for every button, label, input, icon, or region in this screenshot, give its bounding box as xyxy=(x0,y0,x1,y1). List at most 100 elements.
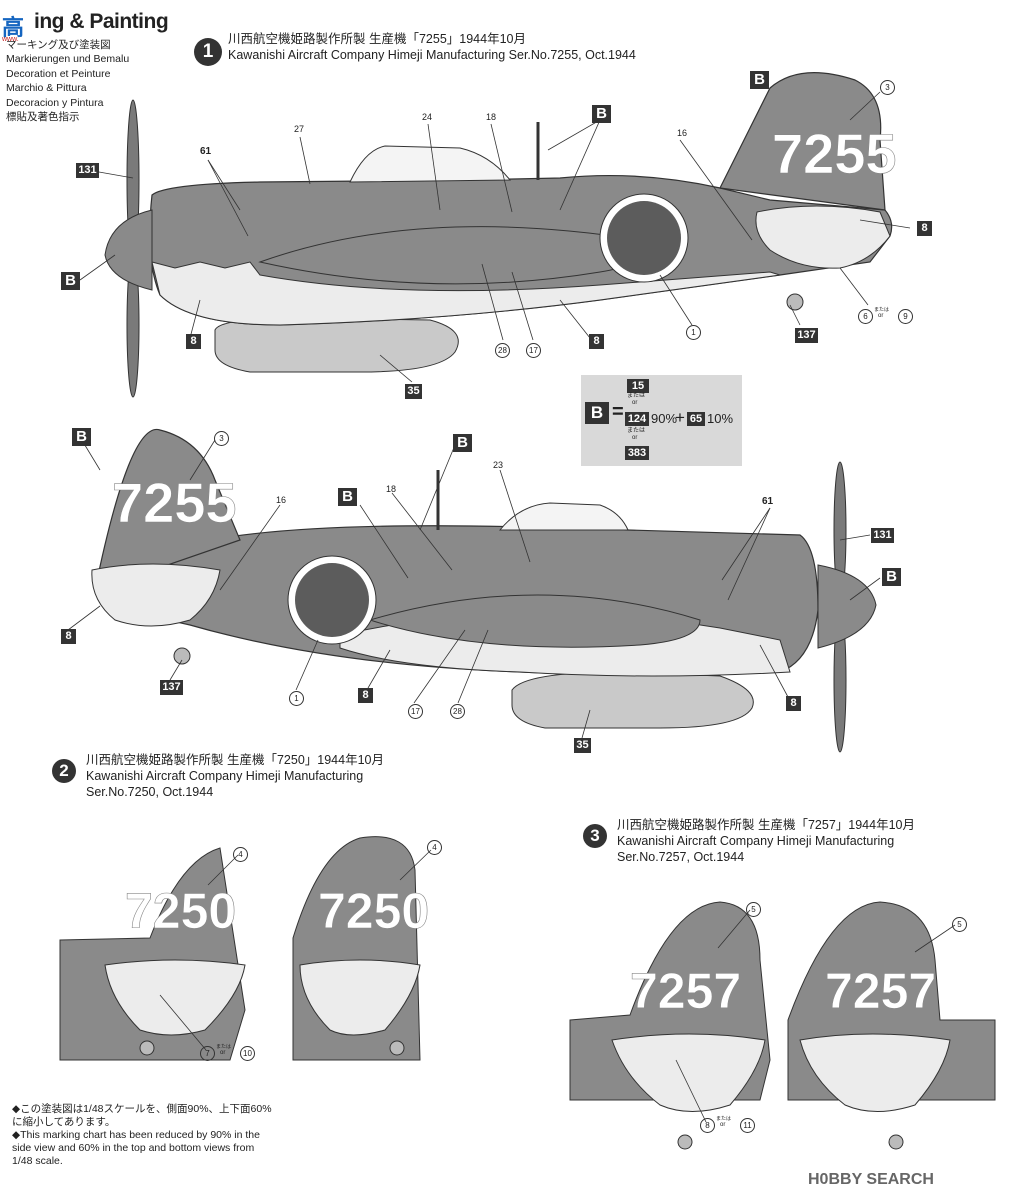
language-es: Decoracion y Pintura xyxy=(6,96,104,109)
section-3-title-ja: 川西航空機姫路製作所製 生産機「7257」1944年10月 xyxy=(617,818,915,832)
footnote: ◆この塗装図は1/48スケールを、側面90%、上下面60%に縮小してあります。 … xyxy=(12,1103,277,1168)
callout-3-2: 3 xyxy=(214,431,229,446)
legend-plus: + xyxy=(675,408,685,427)
hinomaru-right xyxy=(295,563,369,637)
callout-5-b: 5 xyxy=(952,917,967,932)
tail-7257-left-wheel xyxy=(677,1134,693,1150)
callout-9: 9 xyxy=(898,309,913,324)
callout-16: 16 xyxy=(677,128,688,138)
callout-35: 35 xyxy=(405,384,422,399)
callout-137: 137 xyxy=(795,328,818,343)
callout-61-2: 61 xyxy=(762,496,774,507)
page-title: ing & Painting xyxy=(34,10,169,33)
callout-8-belly: 8 xyxy=(589,334,604,349)
callout-4-a: 4 xyxy=(233,847,248,862)
callout-18: 18 xyxy=(486,112,497,122)
callout-b-spinner-2: B xyxy=(882,568,901,586)
callout-28: 28 xyxy=(495,343,510,358)
legend-code-383: 383 xyxy=(625,446,649,460)
section-3-title-en-2: Ser.No.7257, Oct.1944 xyxy=(617,850,745,864)
callout-131-2: 131 xyxy=(871,528,894,543)
footnote-en: ◆This marking chart has been reduced by … xyxy=(12,1129,260,1167)
canopy-right xyxy=(498,502,629,531)
callout-3: 3 xyxy=(880,80,895,95)
tail-7257-right-wheel xyxy=(888,1134,904,1150)
callout-4-b: 4 xyxy=(427,840,442,855)
section-2-badge: 2 xyxy=(52,759,76,783)
callout-61: 61 xyxy=(200,146,212,157)
drop-tank-right xyxy=(511,671,754,729)
tail-7250-left-wheel xyxy=(139,1040,155,1056)
callout-b-mast-2: B xyxy=(453,434,472,452)
legend-pct-1: 90% xyxy=(651,411,678,426)
spinner-right xyxy=(817,564,877,649)
tail-7250-left-underside xyxy=(104,959,246,1036)
callout-6: 6 xyxy=(858,309,873,324)
section-3-title-en-1: Kawanishi Aircraft Company Himeji Manufa… xyxy=(617,834,895,848)
callout-17: 17 xyxy=(526,343,541,358)
legend-b-letter: B xyxy=(585,402,609,424)
legend-code-124: 124 xyxy=(625,412,649,426)
spinner xyxy=(104,209,153,291)
legend-equals: = xyxy=(612,401,624,423)
section-3-badge: 3 xyxy=(583,824,607,848)
tail-number-2b: 7250 xyxy=(318,883,429,939)
watermark-logo-url: www. xyxy=(2,36,19,43)
tail-7257-left: 7257 xyxy=(569,901,771,1150)
language-list: マーキング及び塗装図 Markierungen und Bemalu Decor… xyxy=(6,38,129,124)
watermark-logo: 高 xyxy=(2,15,25,40)
tail-7250-right-underside xyxy=(299,959,421,1036)
callout-b-tail-2: B xyxy=(72,428,91,446)
callout-5-a: 5 xyxy=(746,902,761,917)
callout-8-tail-2: 8 xyxy=(61,629,76,644)
section-1-title-ja: 川西航空機姫路製作所製 生産機「7255」1944年10月 xyxy=(228,32,526,46)
tail-number-1a: 7255 xyxy=(772,122,897,185)
legend-or-en-1: or xyxy=(632,400,638,406)
tail-number-1b: 7255 xyxy=(112,471,237,534)
legend-or-ja-1: または xyxy=(627,393,646,399)
legend-or-en-2: or xyxy=(632,435,638,441)
aircraft-profile-1: 7255 xyxy=(104,72,897,398)
underside-paint xyxy=(151,261,781,326)
callout-1-2: 1 xyxy=(289,691,304,706)
language-de: Markierungen und Bemalu xyxy=(6,53,130,66)
section-2-title-en-2: Ser.No.7250, Oct.1944 xyxy=(86,785,214,799)
language-it: Marchio & Pittura xyxy=(6,82,87,95)
callout-7: 7 xyxy=(200,1046,215,1061)
tail-7257-right-underside xyxy=(799,1033,951,1112)
tail-7250-left: 7250 xyxy=(59,847,246,1061)
callout-or-ja-3: または xyxy=(716,1116,732,1122)
callout-b-tail: B xyxy=(750,71,769,89)
tail-wheel-right xyxy=(173,647,191,665)
callout-or-en-3: or xyxy=(720,1122,726,1128)
callout-17-2: 17 xyxy=(408,704,423,719)
section-1-badge: 1 xyxy=(194,38,222,66)
tail-7250-right: 7250 xyxy=(292,836,430,1061)
language-ja: マーキング及び塗装図 xyxy=(6,39,111,51)
legend-code-15: 15 xyxy=(627,379,649,393)
callout-16-2: 16 xyxy=(276,495,287,505)
language-fr: Decoration et Peinture xyxy=(6,67,111,80)
callout-b-spinner: B xyxy=(61,272,80,290)
vertical-tail-right xyxy=(94,428,241,591)
legend-or-ja-2: または xyxy=(627,428,646,434)
tail-number-3a: 7257 xyxy=(630,963,741,1019)
callout-23: 23 xyxy=(493,460,504,470)
callout-or-en-1: or xyxy=(878,313,884,319)
drop-tank xyxy=(214,317,459,373)
callout-8-tail: 8 xyxy=(917,221,932,236)
callout-b-fuselage: B xyxy=(592,105,611,123)
callout-8-belly-2: 8 xyxy=(358,688,373,703)
tail-wheel xyxy=(786,293,804,311)
language-zh: 標貼及著色指示 xyxy=(6,111,80,124)
callout-or-ja-2: または xyxy=(216,1044,232,1050)
tail-number-2a: 7250 xyxy=(125,883,236,939)
callout-10: 10 xyxy=(240,1046,255,1061)
hinomaru xyxy=(607,201,681,275)
tailplane-underside-right xyxy=(91,563,221,627)
callout-or-ja-1: または xyxy=(874,307,890,313)
callout-1: 1 xyxy=(686,325,701,340)
callout-8-nose: 8 xyxy=(186,334,201,349)
section-1-title-en: Kawanishi Aircraft Company Himeji Manufa… xyxy=(228,48,636,62)
leader-lines xyxy=(67,91,956,1123)
